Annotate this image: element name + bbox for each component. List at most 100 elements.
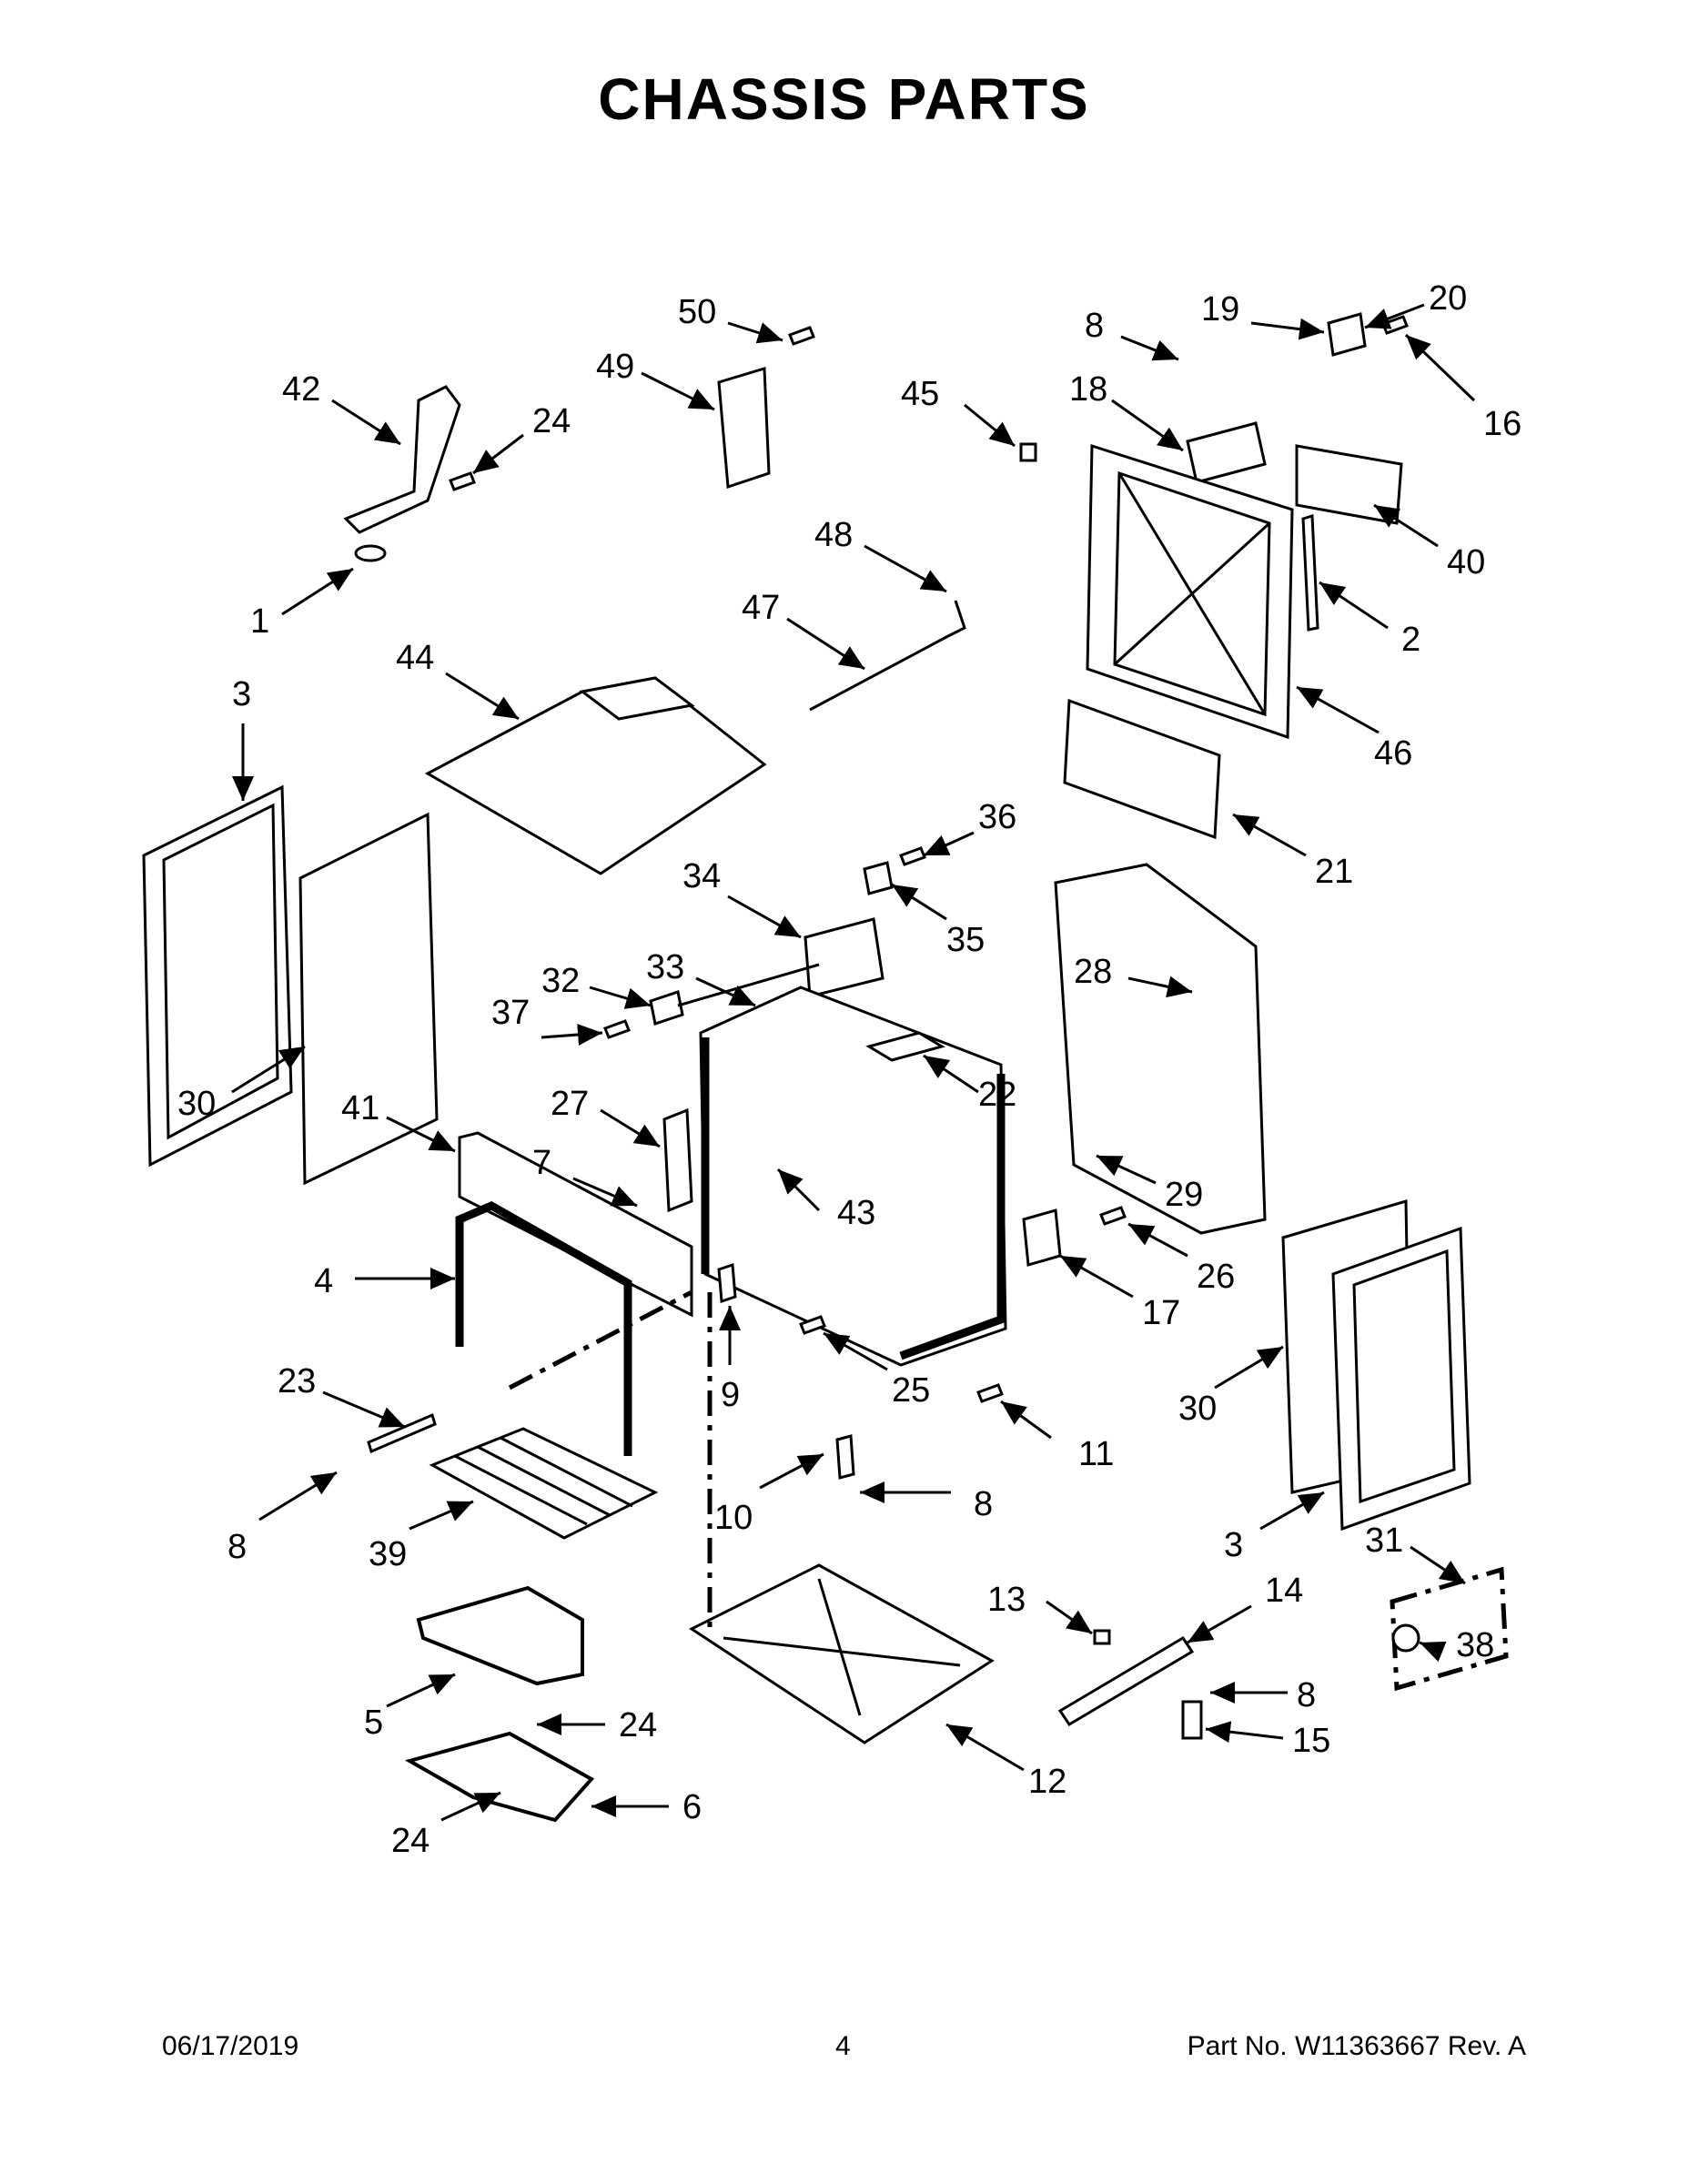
part-19-hinge-receiver [1327,312,1367,357]
callout-45: 45 [901,375,939,413]
page-title: CHASSIS PARTS [598,66,1090,132]
part-10-fitting [835,1434,855,1480]
callout-27: 27 [551,1085,589,1123]
leader-44 [445,672,520,721]
part-50-screw [788,326,815,346]
callout-34: 34 [682,857,721,895]
part-17-bracket [1022,1208,1062,1267]
callout-41: 41 [341,1089,379,1127]
callout-29: 29 [1165,1176,1203,1214]
callout-21: 21 [1315,853,1353,891]
leader-37 [541,1024,603,1046]
callout-3-left: 3 [232,675,251,713]
part-13-clip [1093,1629,1111,1645]
callout-24-mid: 24 [619,1706,657,1744]
part-25-screw [799,1315,826,1335]
leader-45 [964,403,1016,448]
part-44-top-panel [424,676,767,875]
leader-46 [1296,685,1380,734]
callout-8-mid: 8 [974,1485,993,1523]
leader-36 [923,831,975,857]
callout-13: 13 [987,1581,1026,1619]
callout-8-left: 8 [227,1528,247,1566]
part-5-bake-element [416,1585,584,1686]
part-30-insulation-left [298,812,439,1186]
callout-4: 4 [314,1262,333,1300]
leader-2 [1319,581,1389,630]
leader-24a [472,433,524,475]
leader-26 [1127,1222,1188,1258]
leader-40 [1373,503,1439,548]
part-42-bracket [343,385,461,534]
callout-6: 6 [682,1788,702,1826]
callout-38: 38 [1456,1626,1494,1664]
leader-50 [727,321,783,344]
callout-12: 12 [1028,1763,1066,1801]
leader-35 [891,883,947,921]
callout-44: 44 [396,639,434,677]
part-33-rod [677,963,820,1007]
part-41-panel [458,1131,693,1318]
callout-30-left: 30 [177,1085,216,1123]
callout-39: 39 [369,1535,407,1573]
part-36-screw [899,846,926,866]
leader-34 [727,895,802,939]
leader-38 [1419,1641,1447,1663]
callout-25: 25 [892,1371,930,1410]
part-31-knob-kit [1390,1566,1509,1692]
leader-7 [572,1177,638,1208]
part-24-screw [449,471,476,491]
assembly-line [508,1289,713,1629]
footer-date: 06/17/2019 [162,2031,299,2061]
leader-18 [1111,399,1184,452]
callout-37: 37 [491,994,530,1032]
leader-30a [231,1045,306,1094]
leader-5 [386,1673,456,1708]
part-15-spring [1181,1700,1203,1740]
callout-22: 22 [978,1076,1016,1114]
callout-30-right: 30 [1178,1390,1217,1428]
leader-43 [776,1168,821,1212]
leader-20 [1364,303,1425,329]
leader-31 [1410,1545,1466,1585]
leader-39 [409,1500,474,1531]
leader-22 [923,1054,979,1094]
callout-28: 28 [1074,953,1112,991]
callout-19: 19 [1201,290,1239,329]
leader-33 [695,976,756,1007]
leader-42 [331,399,401,446]
callout-43: 43 [837,1194,875,1232]
leader-28 [1127,976,1193,998]
callout-15: 15 [1292,1722,1330,1760]
footer-page-number: 4 [835,2031,851,2061]
callout-35: 35 [946,921,985,959]
callout-8-right: 8 [1297,1676,1316,1714]
leader-16 [1404,333,1476,402]
callout-7: 7 [532,1144,551,1182]
callout-26: 26 [1197,1258,1235,1296]
part-1-leveling-foot [354,544,387,562]
callout-49: 49 [596,348,634,386]
callout-23: 23 [278,1362,316,1400]
callout-40: 40 [1447,543,1485,581]
callout-31: 31 [1365,1522,1403,1560]
callout-18: 18 [1069,370,1107,409]
callout-8-top: 8 [1085,307,1104,345]
leader-30b [1214,1345,1284,1390]
leader-27 [600,1108,661,1148]
callout-46: 46 [1374,734,1412,773]
callout-10: 10 [714,1499,753,1537]
leader-49 [641,371,715,411]
callout-24: 24 [532,402,571,440]
leader-10 [759,1452,824,1490]
part-11-screw [976,1383,1004,1403]
callout-32: 32 [541,962,580,1000]
callout-36: 36 [978,798,1016,836]
oven-cavity [699,986,1007,1367]
part-18-bracket [1186,421,1267,484]
callout-9: 9 [721,1376,740,1414]
leader-8a [1120,335,1179,361]
leader-14 [1187,1604,1252,1644]
leader-13 [1046,1600,1093,1635]
callout-50: 50 [678,293,716,331]
